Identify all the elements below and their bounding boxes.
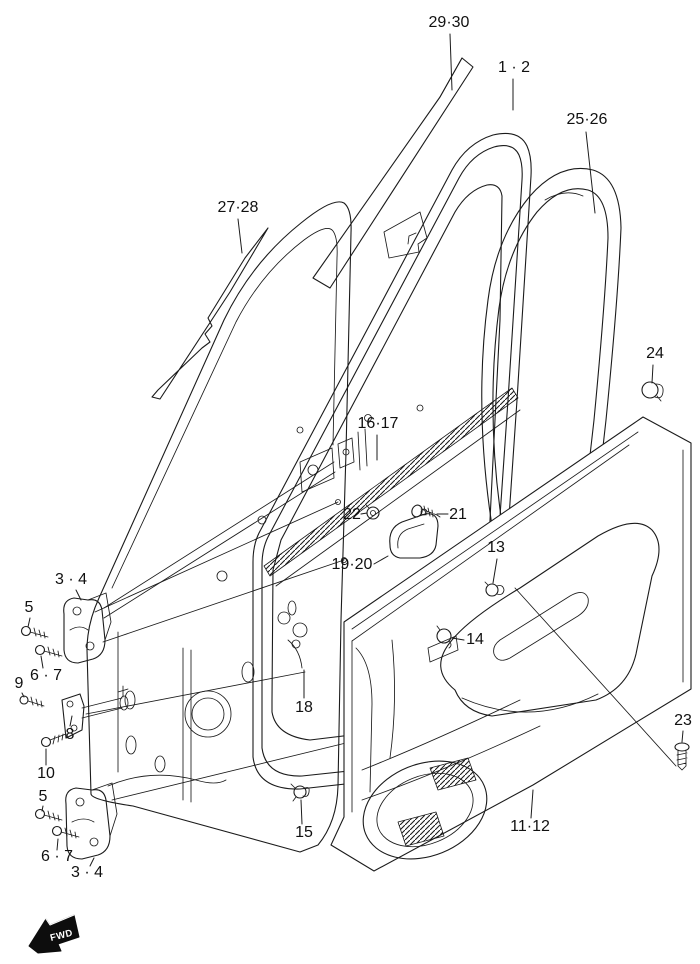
callout-29-30: 29·30 [429,14,470,91]
bolt-10 [40,733,67,748]
callout-label[interactable]: 19·20 [332,556,373,573]
callout-21: 21 [436,506,467,523]
callout-5-upper: 5 [25,599,34,628]
callout-14: 14 [451,631,484,648]
screw-23 [674,742,690,771]
callout-19-20: 19·20 [332,555,389,573]
hinge-bolt-6-7-upper [34,644,63,658]
callout-6-7-lower: 6 · 7 [41,838,73,865]
callouts: 29·30 1 · 2 25·26 27·28 24 16·17 22 21 1… [15,14,692,881]
screw-15 [290,783,310,802]
hinge-bolt-5-upper [20,625,49,639]
upper-hinge-3-4 [63,592,112,664]
callout-3-4-lower: 3 · 4 [71,857,103,881]
opening-weatherstrip-25-26 [481,167,622,691]
callout-label[interactable]: 16·17 [358,415,399,432]
speaker-grille [362,757,488,860]
callout-label[interactable]: 18 [295,699,313,716]
callout-label[interactable]: 15 [295,824,313,841]
callout-label[interactable]: 1 · 2 [498,59,530,76]
clip-13 [484,581,505,597]
callout-24: 24 [646,345,664,384]
inside-handle-bezel-19-20 [389,508,439,559]
callout-label[interactable]: 29·30 [429,14,470,31]
screw-21 [411,504,441,518]
protection-tape-27-28 [151,227,269,400]
callout-label[interactable]: 6 · 7 [30,667,62,684]
callout-label[interactable]: 21 [449,506,467,523]
callout-label[interactable]: 11·12 [510,818,550,835]
callout-5-lower: 5 [39,788,48,812]
door-trim-panel-11-12 [330,416,692,872]
callout-10: 10 [37,748,55,782]
callout-label[interactable]: 13 [487,539,505,556]
callout-label[interactable]: 23 [674,712,692,729]
callout-label[interactable]: 25·26 [567,111,608,128]
callout-25-26: 25·26 [567,111,608,214]
protection-tape-29-30 [312,57,474,289]
callout-label[interactable]: 6 · 7 [41,848,73,865]
armrest [440,522,660,717]
callout-18: 18 [295,669,313,716]
door-check-8 [61,685,129,739]
fwd-arrow: FWD [28,914,80,954]
callout-13: 13 [487,539,505,584]
callout-16-17: 16·17 [358,415,399,461]
callout-label[interactable]: 8 [66,726,75,743]
callout-label[interactable]: 10 [37,765,55,782]
callout-1-2: 1 · 2 [498,59,530,111]
callout-label[interactable]: 9 [15,675,24,692]
callout-9: 9 [15,675,25,698]
callout-label[interactable]: 3 · 4 [71,864,103,881]
screw-9 [19,695,45,708]
hinge-bolt-6-7-lower [51,825,80,839]
callout-15: 15 [295,799,313,841]
callout-label[interactable]: 24 [646,345,664,362]
callout-3-4-upper: 3 · 4 [55,571,87,601]
callout-22: 22 [343,506,368,523]
callout-11-12: 11·12 [510,789,550,835]
callout-label[interactable]: 27·28 [218,199,259,216]
callout-label[interactable]: 5 [39,788,48,805]
lower-hinge-3-4 [65,774,227,860]
callout-27-28: 27·28 [218,199,259,254]
clip-24 [641,381,664,402]
clip-14 [436,625,452,649]
callout-6-7-upper: 6 · 7 [30,655,62,684]
callout-label[interactable]: 14 [466,631,484,648]
callout-label[interactable]: 5 [25,599,34,616]
quarter-bracket [383,211,428,259]
callout-8: 8 [66,715,75,743]
callout-label[interactable]: 22 [343,506,361,523]
belt-molding-16-17 [263,387,521,587]
callout-23: 23 [674,712,692,743]
hinge-bolt-5-lower [34,808,63,822]
door-weatherstrip-1-2 [252,132,532,790]
fwd-label: FWD [49,928,74,944]
door-outer-panel [85,201,352,853]
callout-label[interactable]: 3 · 4 [55,571,87,588]
